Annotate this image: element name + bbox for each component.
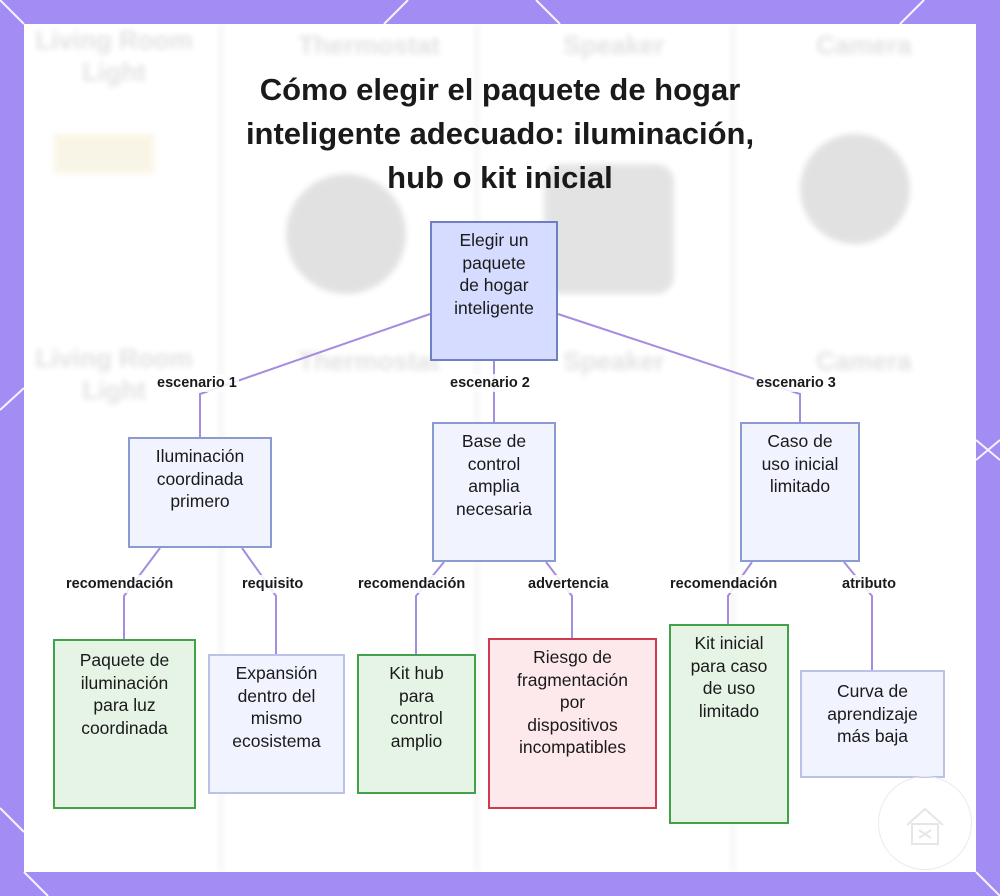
node-text: ecosistema bbox=[232, 730, 321, 751]
diagram-panel: Living Room Light Thermostat Speaker Cam… bbox=[24, 24, 976, 872]
edge-label-scenario-2: escenario 2 bbox=[448, 374, 532, 392]
node-text: Paquete de bbox=[79, 650, 170, 670]
node-text: amplio bbox=[390, 730, 443, 751]
edge-label-warning: advertencia bbox=[526, 575, 611, 593]
node-text: Base de bbox=[461, 431, 527, 451]
node-text: para bbox=[398, 685, 435, 706]
background-label: Camera bbox=[816, 346, 912, 376]
edge-label-recommendation: recomendación bbox=[668, 575, 780, 593]
node-text: amplia bbox=[468, 476, 520, 496]
node-text: por bbox=[559, 692, 586, 712]
blurred-background: Living Room Light Thermostat Speaker Cam… bbox=[24, 24, 976, 872]
background-label: Thermostat bbox=[298, 30, 440, 60]
node-text: Caso de bbox=[767, 431, 833, 451]
node-root: Elegir un paquete de hogar inteligente bbox=[430, 221, 558, 361]
light-shape bbox=[54, 134, 154, 174]
node-text: necesaria bbox=[456, 498, 532, 519]
node-text: de uso bbox=[702, 678, 756, 698]
edge-label-requirement: requisito bbox=[240, 575, 306, 593]
node-text: aprendizaje bbox=[827, 703, 918, 724]
speaker-shape bbox=[544, 164, 674, 294]
node-ecosystem-expansion: Expansión dentro del mismo ecosistema bbox=[208, 654, 345, 794]
node-text: limitado bbox=[769, 476, 831, 496]
node-lighting-bundle: Paquete de iluminación para luz coordina… bbox=[53, 639, 196, 809]
title-line: Cómo elegir el paquete de hogar bbox=[259, 72, 741, 107]
title-line: hub o kit inicial bbox=[387, 160, 613, 195]
background-label: Camera bbox=[816, 30, 912, 60]
node-fragmentation-risk: Riesgo de fragmentación por dispositivos… bbox=[488, 638, 657, 809]
node-text: inteligente bbox=[454, 297, 534, 318]
edge-label-attribute: atributo bbox=[840, 575, 898, 593]
edge-requirement bbox=[241, 547, 277, 654]
node-text: primero bbox=[170, 491, 230, 511]
node-text: uso inicial bbox=[761, 453, 839, 474]
node-hub-kit: Kit hub para control amplio bbox=[357, 654, 476, 794]
background-label: Speaker bbox=[563, 30, 665, 60]
title-line: inteligente adecuado: iluminación, bbox=[245, 116, 755, 151]
node-text: paquete bbox=[462, 252, 526, 273]
thermostat-shape bbox=[286, 174, 406, 294]
node-text: Riesgo de bbox=[533, 647, 612, 667]
node-text: incompatibles bbox=[519, 737, 626, 757]
edge-attribute bbox=[843, 561, 873, 670]
edge-recommendation-2 bbox=[415, 561, 445, 654]
edge-scenario-1 bbox=[199, 313, 431, 438]
node-text: Expansión bbox=[235, 663, 318, 683]
edge-label-recommendation: recomendación bbox=[64, 575, 176, 593]
camera-shape bbox=[800, 134, 910, 244]
background-divider bbox=[732, 24, 734, 872]
node-text: Elegir un bbox=[459, 230, 529, 250]
edge-label-scenario-1: escenario 1 bbox=[155, 374, 239, 392]
node-text: para luz bbox=[93, 695, 156, 715]
diagram-title: Cómo elegir el paquete de hogar intelige… bbox=[200, 68, 800, 200]
node-learning-curve: Curva de aprendizaje más baja bbox=[800, 670, 945, 778]
node-text: coordinada bbox=[156, 468, 244, 489]
watermark-badge bbox=[878, 776, 972, 870]
background-label: Living Room bbox=[35, 343, 193, 373]
background-label: Light bbox=[82, 375, 146, 405]
edge-label-recommendation: recomendación bbox=[356, 575, 468, 593]
edge-recommendation-3 bbox=[727, 561, 753, 624]
node-broad-control: Base de control amplia necesaria bbox=[432, 422, 556, 562]
node-lighting-first: Iluminación coordinada primero bbox=[128, 437, 272, 548]
edge-recommendation-1 bbox=[123, 547, 161, 640]
node-text: más baja bbox=[836, 726, 908, 746]
edge-label-scenario-3: escenario 3 bbox=[754, 374, 838, 392]
node-text: mismo bbox=[250, 708, 303, 728]
node-text: Kit inicial bbox=[694, 633, 764, 653]
home-icon bbox=[906, 807, 944, 845]
node-text: Kit hub bbox=[389, 663, 444, 683]
node-text: dentro del bbox=[237, 685, 316, 706]
node-text: control bbox=[467, 453, 521, 474]
node-text: para caso bbox=[690, 655, 768, 676]
node-starter-kit: Kit inicial para caso de uso limitado bbox=[669, 624, 789, 824]
node-text: coordinada bbox=[81, 717, 168, 738]
background-label: Speaker bbox=[563, 346, 665, 376]
node-text: dispositivos bbox=[527, 714, 618, 735]
background-label: Living Room bbox=[35, 25, 193, 55]
connector-lines bbox=[123, 313, 873, 670]
node-text: Curva de bbox=[836, 681, 908, 701]
node-text: Iluminación bbox=[155, 446, 245, 466]
decision-tree: Cómo elegir el paquete de hogar intelige… bbox=[24, 24, 976, 872]
edge-warning bbox=[545, 561, 573, 638]
node-text: iluminación bbox=[80, 672, 169, 693]
node-text: control bbox=[390, 708, 443, 728]
node-text: fragmentación bbox=[517, 669, 628, 690]
node-text: limitado bbox=[698, 700, 760, 721]
edge-scenario-3 bbox=[557, 313, 801, 422]
node-text: de hogar bbox=[459, 275, 529, 295]
background-label: Light bbox=[82, 57, 146, 87]
node-limited-use: Caso de uso inicial limitado bbox=[740, 422, 860, 562]
